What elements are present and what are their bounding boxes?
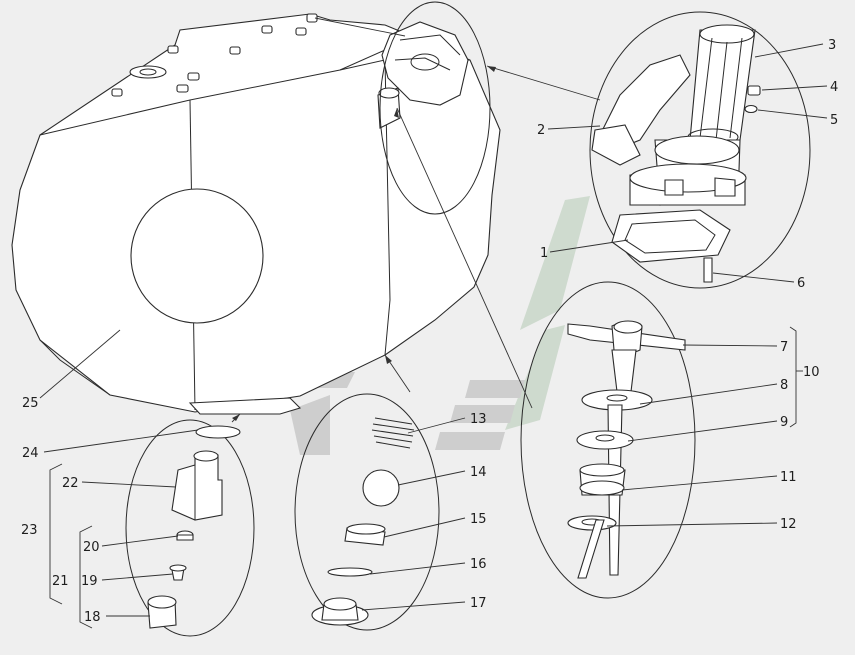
seal-ring-12	[567, 515, 617, 531]
washer-9	[576, 430, 634, 450]
valve-seat	[311, 597, 369, 626]
callout-2: 2	[537, 123, 545, 138]
tool-pin	[577, 519, 605, 579]
adapter-11	[579, 463, 626, 496]
callout-24: 24	[22, 446, 39, 461]
callout-8: 8	[780, 378, 788, 393]
tank-mounted-sender-unit	[377, 21, 469, 129]
callout-4: 4	[830, 80, 838, 95]
washer	[744, 104, 758, 114]
callout-5: 5	[830, 113, 838, 128]
callout-labels: 1 2 3 4 5 6 7 8 9 10 11 12 13 14 15 16 1…	[21, 38, 838, 625]
nut-20	[176, 530, 194, 541]
sender-assembly-group	[589, 11, 811, 289]
callout-1: 1	[540, 246, 548, 261]
callout-20: 20	[83, 540, 100, 555]
callout-23: 23	[21, 523, 38, 538]
drain-parts-group	[125, 419, 255, 637]
strainer-cage	[687, 24, 756, 146]
callout-7: 7	[780, 340, 788, 355]
plug-18	[147, 595, 177, 629]
callout-6: 6	[797, 276, 805, 291]
callout-3: 3	[828, 38, 836, 53]
ball	[362, 469, 400, 507]
callout-11: 11	[780, 470, 797, 485]
nut	[747, 85, 761, 96]
callout-19: 19	[81, 574, 98, 589]
bushing-15	[344, 523, 386, 546]
drain-body	[171, 450, 223, 521]
group-brackets	[49, 326, 803, 629]
o-ring	[327, 567, 373, 577]
tank-body	[11, 13, 501, 415]
callout-14: 14	[470, 465, 487, 480]
sender-body	[629, 135, 747, 206]
callout-9: 9	[780, 415, 788, 430]
callout-16: 16	[470, 557, 487, 572]
callout-17: 17	[470, 596, 487, 611]
t-handle-tool	[567, 320, 686, 401]
stud	[703, 257, 713, 283]
callout-15: 15	[470, 512, 487, 527]
callout-12: 12	[780, 517, 797, 532]
detail-ellipse-sender	[379, 1, 491, 215]
spring	[371, 417, 415, 449]
gasket	[611, 209, 731, 263]
callout-22: 22	[62, 476, 79, 491]
callout-10: 10	[803, 365, 820, 380]
float-bracket	[591, 54, 691, 166]
callout-21: 21	[52, 574, 69, 589]
callout-18: 18	[84, 610, 101, 625]
tank-top-bosses	[111, 13, 318, 97]
callout-25: 25	[22, 396, 39, 411]
callout-leaders	[39, 43, 828, 617]
assembly-lines	[231, 17, 601, 423]
valve-parts-group	[294, 393, 440, 631]
callout-13: 13	[470, 412, 487, 427]
pin-19	[169, 564, 187, 581]
tool-assembly-group	[520, 281, 696, 599]
gasket-24	[195, 425, 241, 439]
